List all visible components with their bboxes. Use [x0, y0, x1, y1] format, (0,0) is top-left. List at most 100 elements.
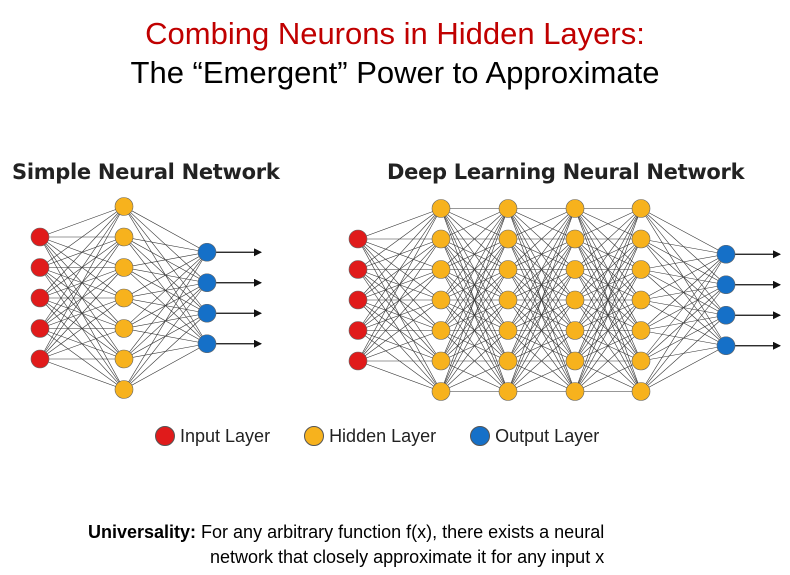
simple-network-edges: [39, 206, 208, 390]
hidden-neuron: [565, 321, 585, 340]
hidden-neuron: [631, 351, 651, 371]
connection-edge: [640, 208, 727, 255]
legend-item-input: Input Layer: [155, 426, 270, 447]
output-neuron: [716, 275, 736, 295]
input-neuron: [30, 227, 50, 247]
connection-edge: [574, 360, 642, 392]
connection-edge: [507, 208, 576, 270]
connection-edge: [640, 315, 727, 392]
hidden-neuron: [114, 227, 134, 247]
deep-network-edges: [357, 208, 727, 392]
network-diagram: [30, 197, 781, 401]
input-neuron: [30, 288, 50, 308]
hidden-neuron: [498, 382, 518, 401]
connection-edge: [123, 252, 208, 390]
hidden-neuron: [498, 321, 518, 340]
hidden-neuron: [114, 258, 134, 277]
connection-edge: [39, 267, 125, 360]
simple-network-label: Simple Neural Network: [12, 160, 280, 184]
output-neuron: [197, 273, 217, 293]
output-neuron: [716, 336, 736, 356]
connection-edge: [440, 208, 509, 331]
hidden-neuron: [498, 199, 518, 218]
input-neuron: [348, 290, 368, 310]
connection-edge: [507, 208, 576, 331]
connection-edge: [357, 208, 442, 301]
hidden-neuron: [431, 351, 451, 371]
output-neuron: [716, 305, 736, 325]
connection-edge: [123, 251, 208, 299]
connection-edge: [640, 254, 727, 392]
hidden-neuron: [431, 199, 451, 218]
hidden-neuron: [431, 229, 451, 249]
connection-edge: [357, 238, 442, 362]
hidden-neuron: [431, 260, 451, 279]
connection-edge: [507, 330, 576, 392]
connection-edge: [574, 208, 642, 301]
connection-edge: [640, 345, 727, 392]
title-line-1: Combing Neurons in Hidden Layers:: [145, 16, 645, 51]
connection-edge: [640, 254, 727, 331]
connection-edge: [123, 252, 208, 329]
connection-edge: [574, 330, 642, 392]
input-neuron: [348, 229, 368, 249]
hidden-neuron: [565, 260, 585, 279]
hidden-neuron: [114, 349, 134, 369]
hidden-neuron: [631, 321, 651, 340]
hidden-neuron: [114, 380, 134, 399]
connection-edge: [39, 297, 125, 360]
hidden-neuron: [431, 290, 451, 310]
connection-edge: [357, 269, 442, 362]
connection-edge: [357, 208, 442, 240]
legend-item-hidden: Hidden Layer: [304, 426, 436, 447]
connection-edge: [440, 360, 509, 392]
legend-label-input: Input Layer: [180, 425, 271, 446]
output-neuron: [197, 334, 217, 354]
connection-edge: [574, 208, 642, 362]
connection-edge: [574, 208, 642, 331]
connection-edge: [640, 253, 727, 301]
input-neuron: [30, 349, 50, 369]
connection-edge: [357, 299, 442, 362]
input-neuron: [30, 319, 50, 338]
connection-edge: [640, 284, 727, 392]
hidden-neuron: [631, 382, 651, 401]
input-neuron: [348, 321, 368, 340]
connection-edge: [440, 208, 509, 301]
connection-edge: [574, 208, 642, 392]
hidden-neuron: [631, 290, 651, 310]
output-neuron: [197, 242, 217, 262]
output-neuron: [716, 244, 736, 264]
connection-edge: [39, 206, 125, 299]
hidden-neuron: [431, 321, 451, 340]
universality-label: Universality:: [88, 522, 197, 542]
connection-edge: [507, 208, 576, 301]
hidden-neuron: [565, 199, 585, 218]
connection-edge: [640, 254, 727, 362]
hidden-neuron: [498, 351, 518, 371]
connection-edge: [123, 343, 208, 390]
connection-edge: [507, 238, 576, 392]
output-neuron: [197, 303, 217, 323]
connection-edge: [357, 208, 442, 362]
hidden-neuron: [631, 229, 651, 249]
legend-label-hidden: Hidden Layer: [329, 425, 437, 446]
hidden-neuron: [631, 260, 651, 279]
connection-edge: [123, 282, 208, 390]
connection-edge: [507, 299, 576, 392]
connection-edge: [123, 206, 208, 253]
connection-edge: [39, 206, 125, 268]
connection-edge: [39, 206, 125, 360]
universality-text-2: network that closely approximate it for …: [210, 547, 605, 567]
legend-item-output: Output Layer: [470, 426, 599, 447]
connection-edge: [440, 238, 509, 392]
connection-edge: [39, 206, 125, 329]
connection-edge: [574, 299, 642, 392]
hidden-neuron: [498, 260, 518, 279]
connection-edge: [640, 253, 727, 270]
connection-edge: [123, 252, 208, 360]
hidden-neuron: [631, 199, 651, 218]
hidden-neuron: [565, 382, 585, 401]
hidden-neuron: [565, 290, 585, 310]
connection-edge: [440, 330, 509, 392]
